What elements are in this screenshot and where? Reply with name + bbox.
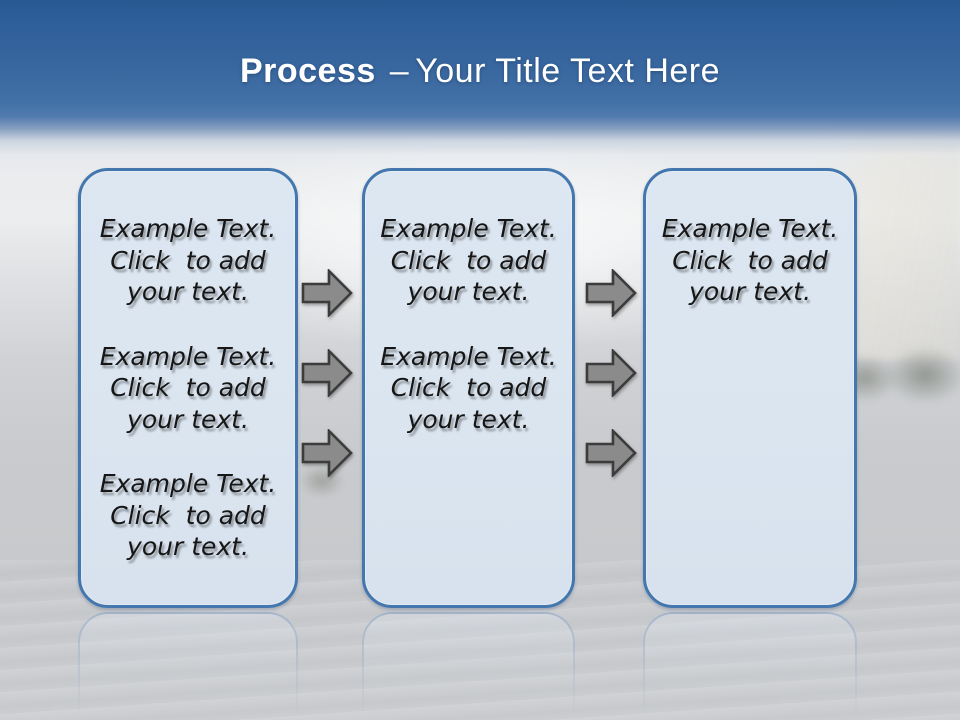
placeholder-line: your text. [127,404,249,434]
placeholder-line: your text. [127,532,249,561]
right-arrow-icon[interactable] [585,429,637,477]
title-separator: – [389,52,410,90]
placeholder-line: Example Text. [99,469,277,498]
placeholder-text-block[interactable]: Example Text. Click to add your text. [81,341,295,436]
placeholder-line: Click to add [390,373,547,402]
box-reflection [643,612,857,720]
slide-title: Process–Your Title Text Here [0,52,960,91]
placeholder-text-block[interactable]: Example Text. Click to add your text. [81,213,295,308]
placeholder-line: Example Text. [380,214,557,243]
placeholder-line: Example Text. [99,214,277,243]
placeholder-line: Click to add [672,245,828,275]
right-arrow-icon[interactable] [301,349,353,397]
placeholder-text-block[interactable]: Example Text. Click to add your text. [365,213,572,308]
placeholder-line: Example Text. [99,341,277,371]
title-secondary: Your Title Text Here [415,52,721,90]
right-arrow-icon[interactable] [585,349,637,397]
placeholder-line: Example Text. [661,214,839,243]
placeholder-line: Click to add [110,500,266,530]
process-box-2[interactable]: Example Text. Click to add your text. Ex… [362,168,575,608]
right-arrow-icon[interactable] [585,269,637,317]
placeholder-line: your text. [127,277,249,306]
placeholder-text-block[interactable]: Example Text. Click to add your text. [646,213,854,308]
placeholder-line: your text. [407,404,530,434]
right-arrow-icon[interactable] [301,269,353,317]
placeholder-line: Click to add [390,245,547,275]
placeholder-line: Example Text. [380,341,557,371]
right-arrow-icon[interactable] [301,429,353,477]
process-box-3[interactable]: Example Text. Click to add your text. [643,168,857,608]
box-reflection [78,612,298,720]
placeholder-text-block[interactable]: Example Text. Click to add your text. [81,468,295,563]
title-band [0,0,960,176]
background-rock-small [293,462,351,504]
placeholder-line: Click to add [110,245,266,275]
placeholder-line: your text. [689,277,811,306]
placeholder-line: Click to add [110,373,266,402]
placeholder-text-block[interactable]: Example Text. Click to add your text. [365,341,572,436]
title-primary: Process [239,52,376,90]
box-reflection [362,612,575,720]
process-box-1[interactable]: Example Text. Click to add your text. Ex… [78,168,298,608]
placeholder-line: your text. [407,277,530,306]
